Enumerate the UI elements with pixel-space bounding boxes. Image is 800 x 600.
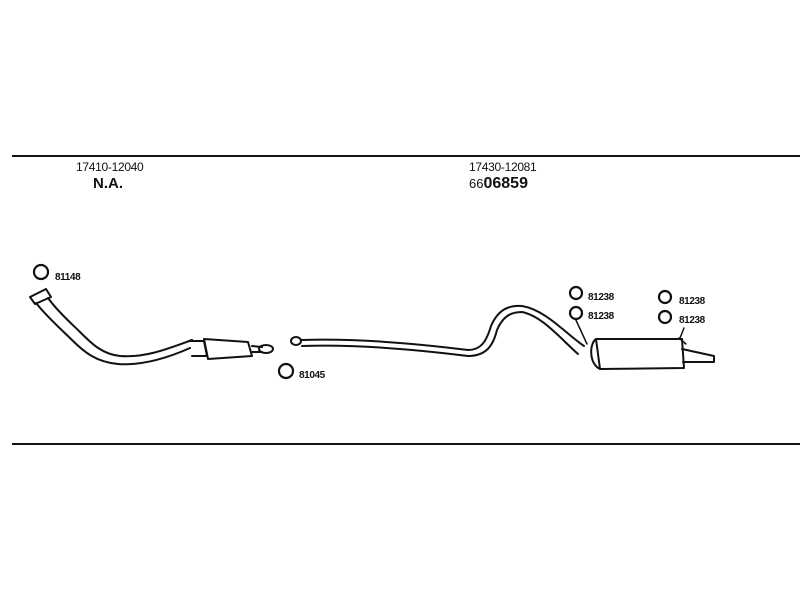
rear-code: 6606859: [469, 175, 528, 193]
ring-label-middle: 81045: [299, 370, 325, 381]
front-status: N.A.: [93, 175, 123, 192]
ring-81238-b-icon: [568, 305, 584, 321]
ring-81238-d-icon: [657, 309, 673, 325]
ring-81238-c-icon: [657, 289, 673, 305]
ring-label-front: 81148: [55, 272, 81, 283]
rear-code-main: 06859: [483, 175, 528, 192]
front-pipe: [29, 288, 208, 366]
top-rule: [12, 155, 800, 157]
ring-81148-icon: [32, 263, 50, 281]
ring-81238-a-icon: [568, 285, 584, 301]
bottom-rule: [12, 443, 800, 445]
ring-81045-icon: [277, 362, 295, 380]
rear-muffler: [574, 317, 715, 370]
ring-label-rear-3: 81238: [679, 296, 705, 307]
front-muffler: [203, 338, 274, 360]
front-part-number: 17410-12040: [76, 160, 144, 174]
ring-label-rear-4: 81238: [679, 315, 705, 326]
ring-label-rear-2: 81238: [588, 311, 614, 322]
ring-label-rear-1: 81238: [588, 292, 614, 303]
rear-code-prefix: 66: [469, 176, 484, 191]
rear-part-number: 17430-12081: [469, 160, 537, 174]
middle-pipe: [290, 304, 585, 357]
